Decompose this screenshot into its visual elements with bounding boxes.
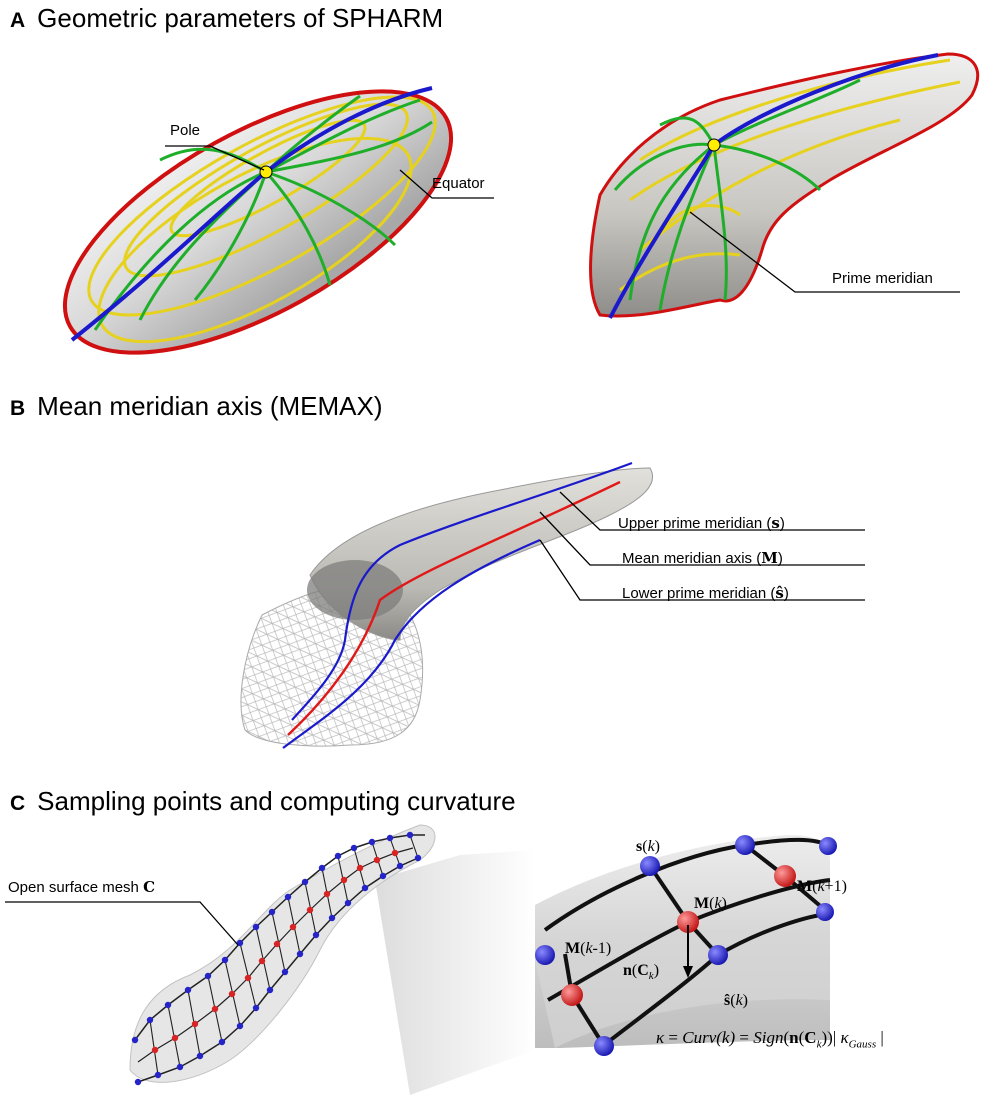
shat-k-label: ŝ(k) <box>724 992 748 1009</box>
panel-b-title: B Mean meridian axis (MEMAX) <box>10 391 382 422</box>
mean-meridian-axis-label: Mean meridian axis (M) <box>622 549 783 567</box>
s-k-label: s(k) <box>636 838 660 855</box>
m-km1-node <box>561 984 583 1006</box>
upper-prime-meridian-label: Upper prime meridian (s) <box>618 514 785 532</box>
mean-leader <box>539 511 865 566</box>
open-surface-mesh-label: Open surface mesh C <box>8 878 156 896</box>
m-k1-node <box>774 865 796 887</box>
lower-prime-meridian-curve <box>282 538 541 749</box>
s-k-node <box>640 856 660 876</box>
mesh-leader <box>5 901 239 946</box>
ellipsoid-shape <box>62 86 454 355</box>
lower-leader <box>539 539 865 601</box>
upper-leader <box>559 491 865 531</box>
curvature-formula: κ = Curv(k) = Sign(n(Ck))| κGauss | <box>656 1028 884 1051</box>
pole-marker-2 <box>707 138 721 152</box>
panel-a-letter: A <box>10 9 26 32</box>
panel-b-letter: B <box>10 397 26 420</box>
prime-meridian-leader <box>689 211 960 293</box>
open-surface-mesh <box>5 824 436 1086</box>
pole-label: Pole <box>170 122 201 139</box>
panel-c-title: C Sampling points and computing curvature <box>10 786 516 817</box>
upper-prime-meridian-curve <box>291 461 633 721</box>
shat-k-node <box>708 945 728 965</box>
m-k-label: M(k) <box>694 895 727 912</box>
prime-meridian-label: Prime meridian <box>832 270 933 287</box>
zoom-fan <box>375 850 535 1095</box>
equator-label: Equator <box>432 175 485 192</box>
n-c-label: n(Ck) <box>623 962 660 983</box>
pole-leader <box>165 145 265 171</box>
m-k-node <box>677 911 699 933</box>
panel-c-title-text: Sampling points and computing curvature <box>37 786 516 816</box>
normal-arrow <box>683 966 693 978</box>
equator-leader <box>399 169 494 199</box>
m-km1-label: M(k-1) <box>565 940 612 957</box>
panel-a-title-text: Geometric parameters of SPHARM <box>37 3 444 33</box>
zoom-inset <box>535 835 837 1056</box>
panel-b-title-text: Mean meridian axis (MEMAX) <box>37 391 383 421</box>
lower-prime-meridian-label: Lower prime meridian (ŝ) <box>622 584 789 602</box>
hippocampus-shape <box>589 52 980 319</box>
panel-a-title: A Geometric parameters of SPHARM <box>10 3 443 34</box>
panel-c-letter: C <box>10 792 26 815</box>
s-k1-node <box>735 835 755 855</box>
mean-meridian-axis-curve <box>287 480 621 736</box>
m-k1-label: M(k+1) <box>797 878 847 895</box>
